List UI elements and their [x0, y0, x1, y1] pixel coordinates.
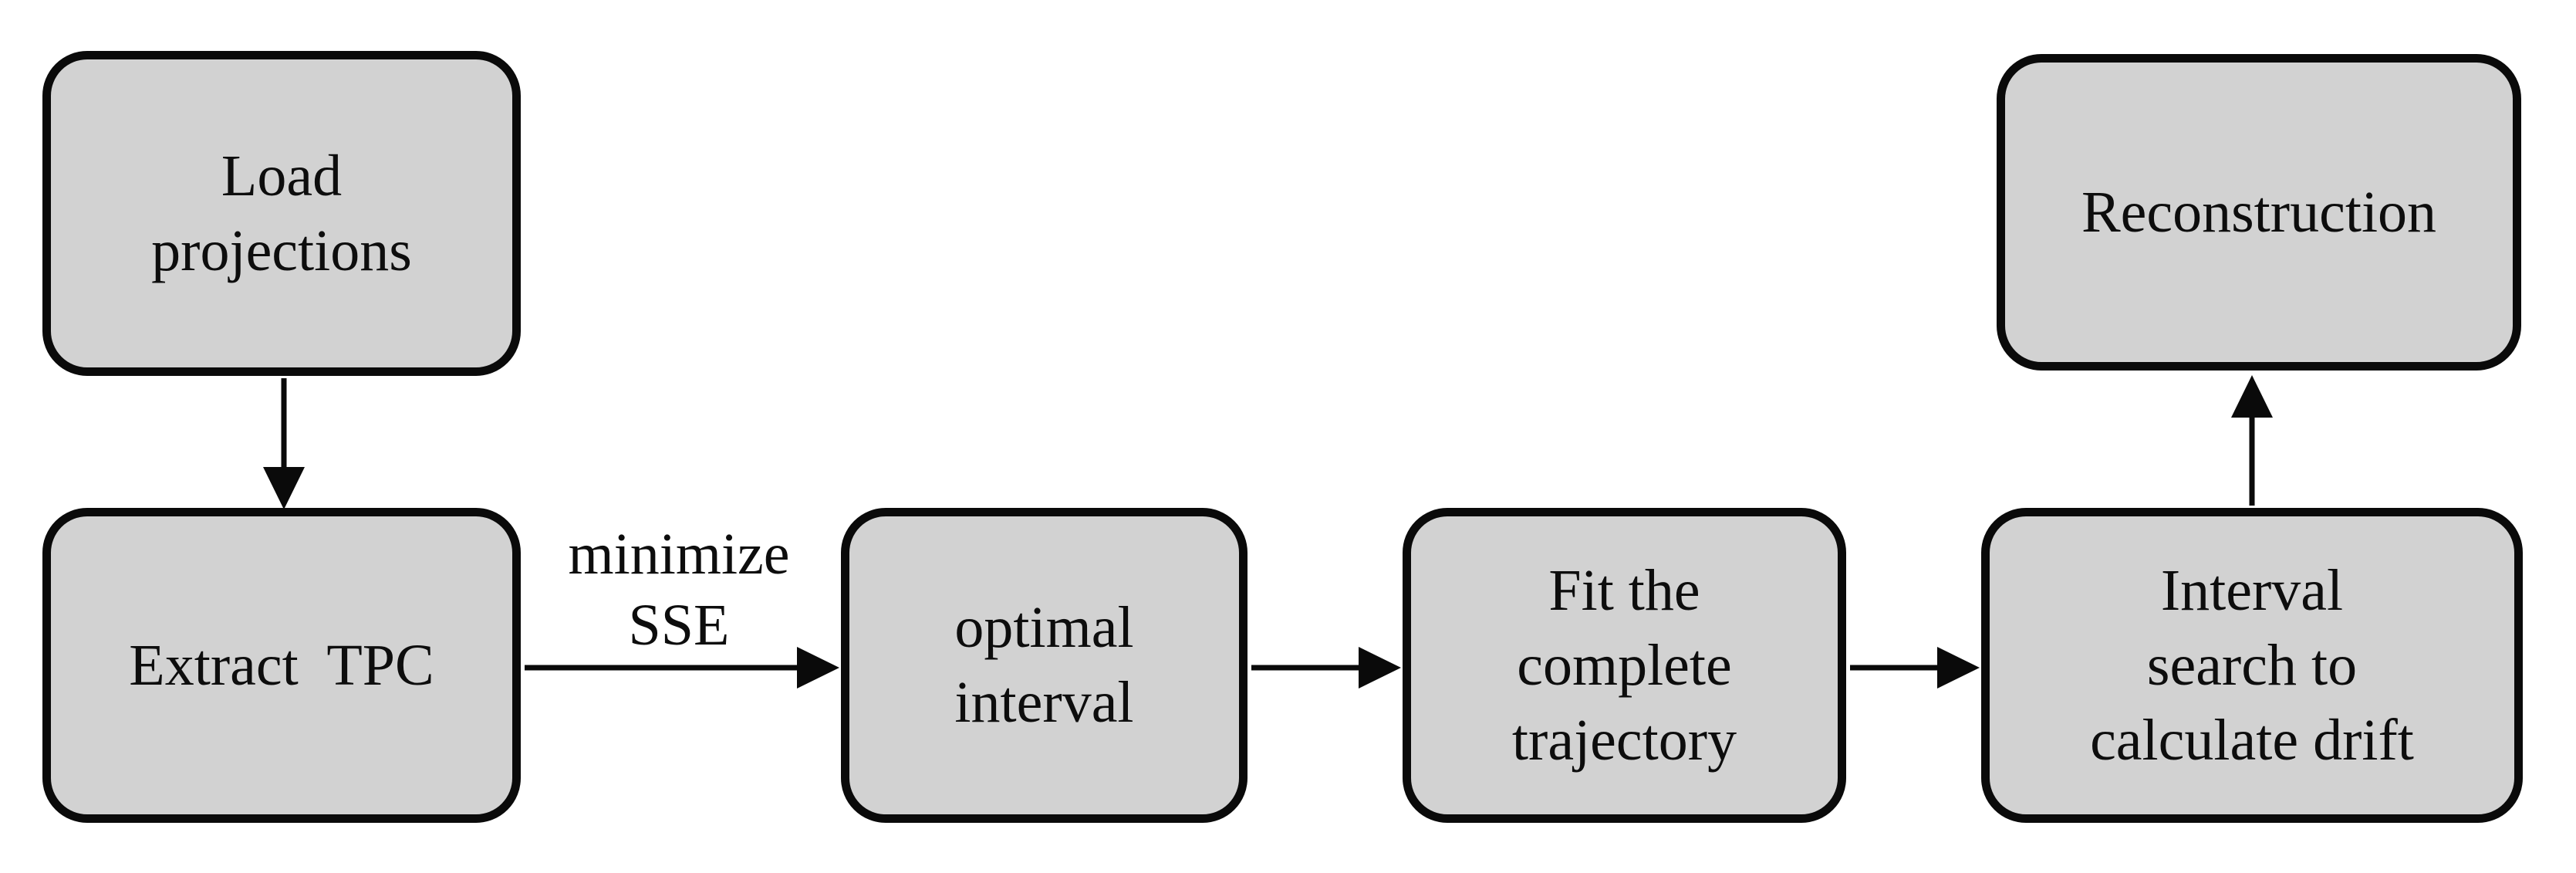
- arrowhead-down-icon: [263, 467, 305, 509]
- arrow-interval-to-reconstruction: [2231, 375, 2273, 506]
- arrow-optimal-to-fit: [1251, 647, 1401, 689]
- node-fit-complete-trajectory: Fit the complete trajectory: [1403, 508, 1846, 823]
- node-reconstruction: Reconstruction: [1997, 54, 2521, 371]
- node-interval-search-calculate-drift-label: Interval search to calculate drift: [2090, 557, 2414, 773]
- arrow-load-to-extract: [263, 378, 305, 509]
- node-extract-tpc: Extract TPC: [42, 508, 521, 823]
- node-fit-complete-trajectory-label: Fit the complete trajectory: [1511, 557, 1737, 773]
- arrowhead-right-icon: [1937, 647, 1980, 689]
- arrowhead-right-icon: [1359, 647, 1401, 689]
- arrowhead-right-icon: [797, 647, 839, 689]
- edge-label-minimize-sse: minimize SSE: [568, 522, 790, 658]
- node-optimal-interval-label: optimal interval: [954, 595, 1134, 735]
- arrow-fit-to-interval: [1850, 647, 1980, 689]
- node-load-projections: Load projections: [42, 51, 521, 376]
- node-load-projections-label: Load projections: [151, 143, 412, 283]
- node-extract-tpc-label: Extract TPC: [129, 632, 434, 698]
- node-reconstruction-label: Reconstruction: [2081, 179, 2437, 245]
- arrowhead-up-icon: [2231, 375, 2273, 418]
- node-interval-search-calculate-drift: Interval search to calculate drift: [1981, 508, 2523, 823]
- arrow-extract-to-optimal: [525, 647, 839, 689]
- node-optimal-interval: optimal interval: [841, 508, 1247, 823]
